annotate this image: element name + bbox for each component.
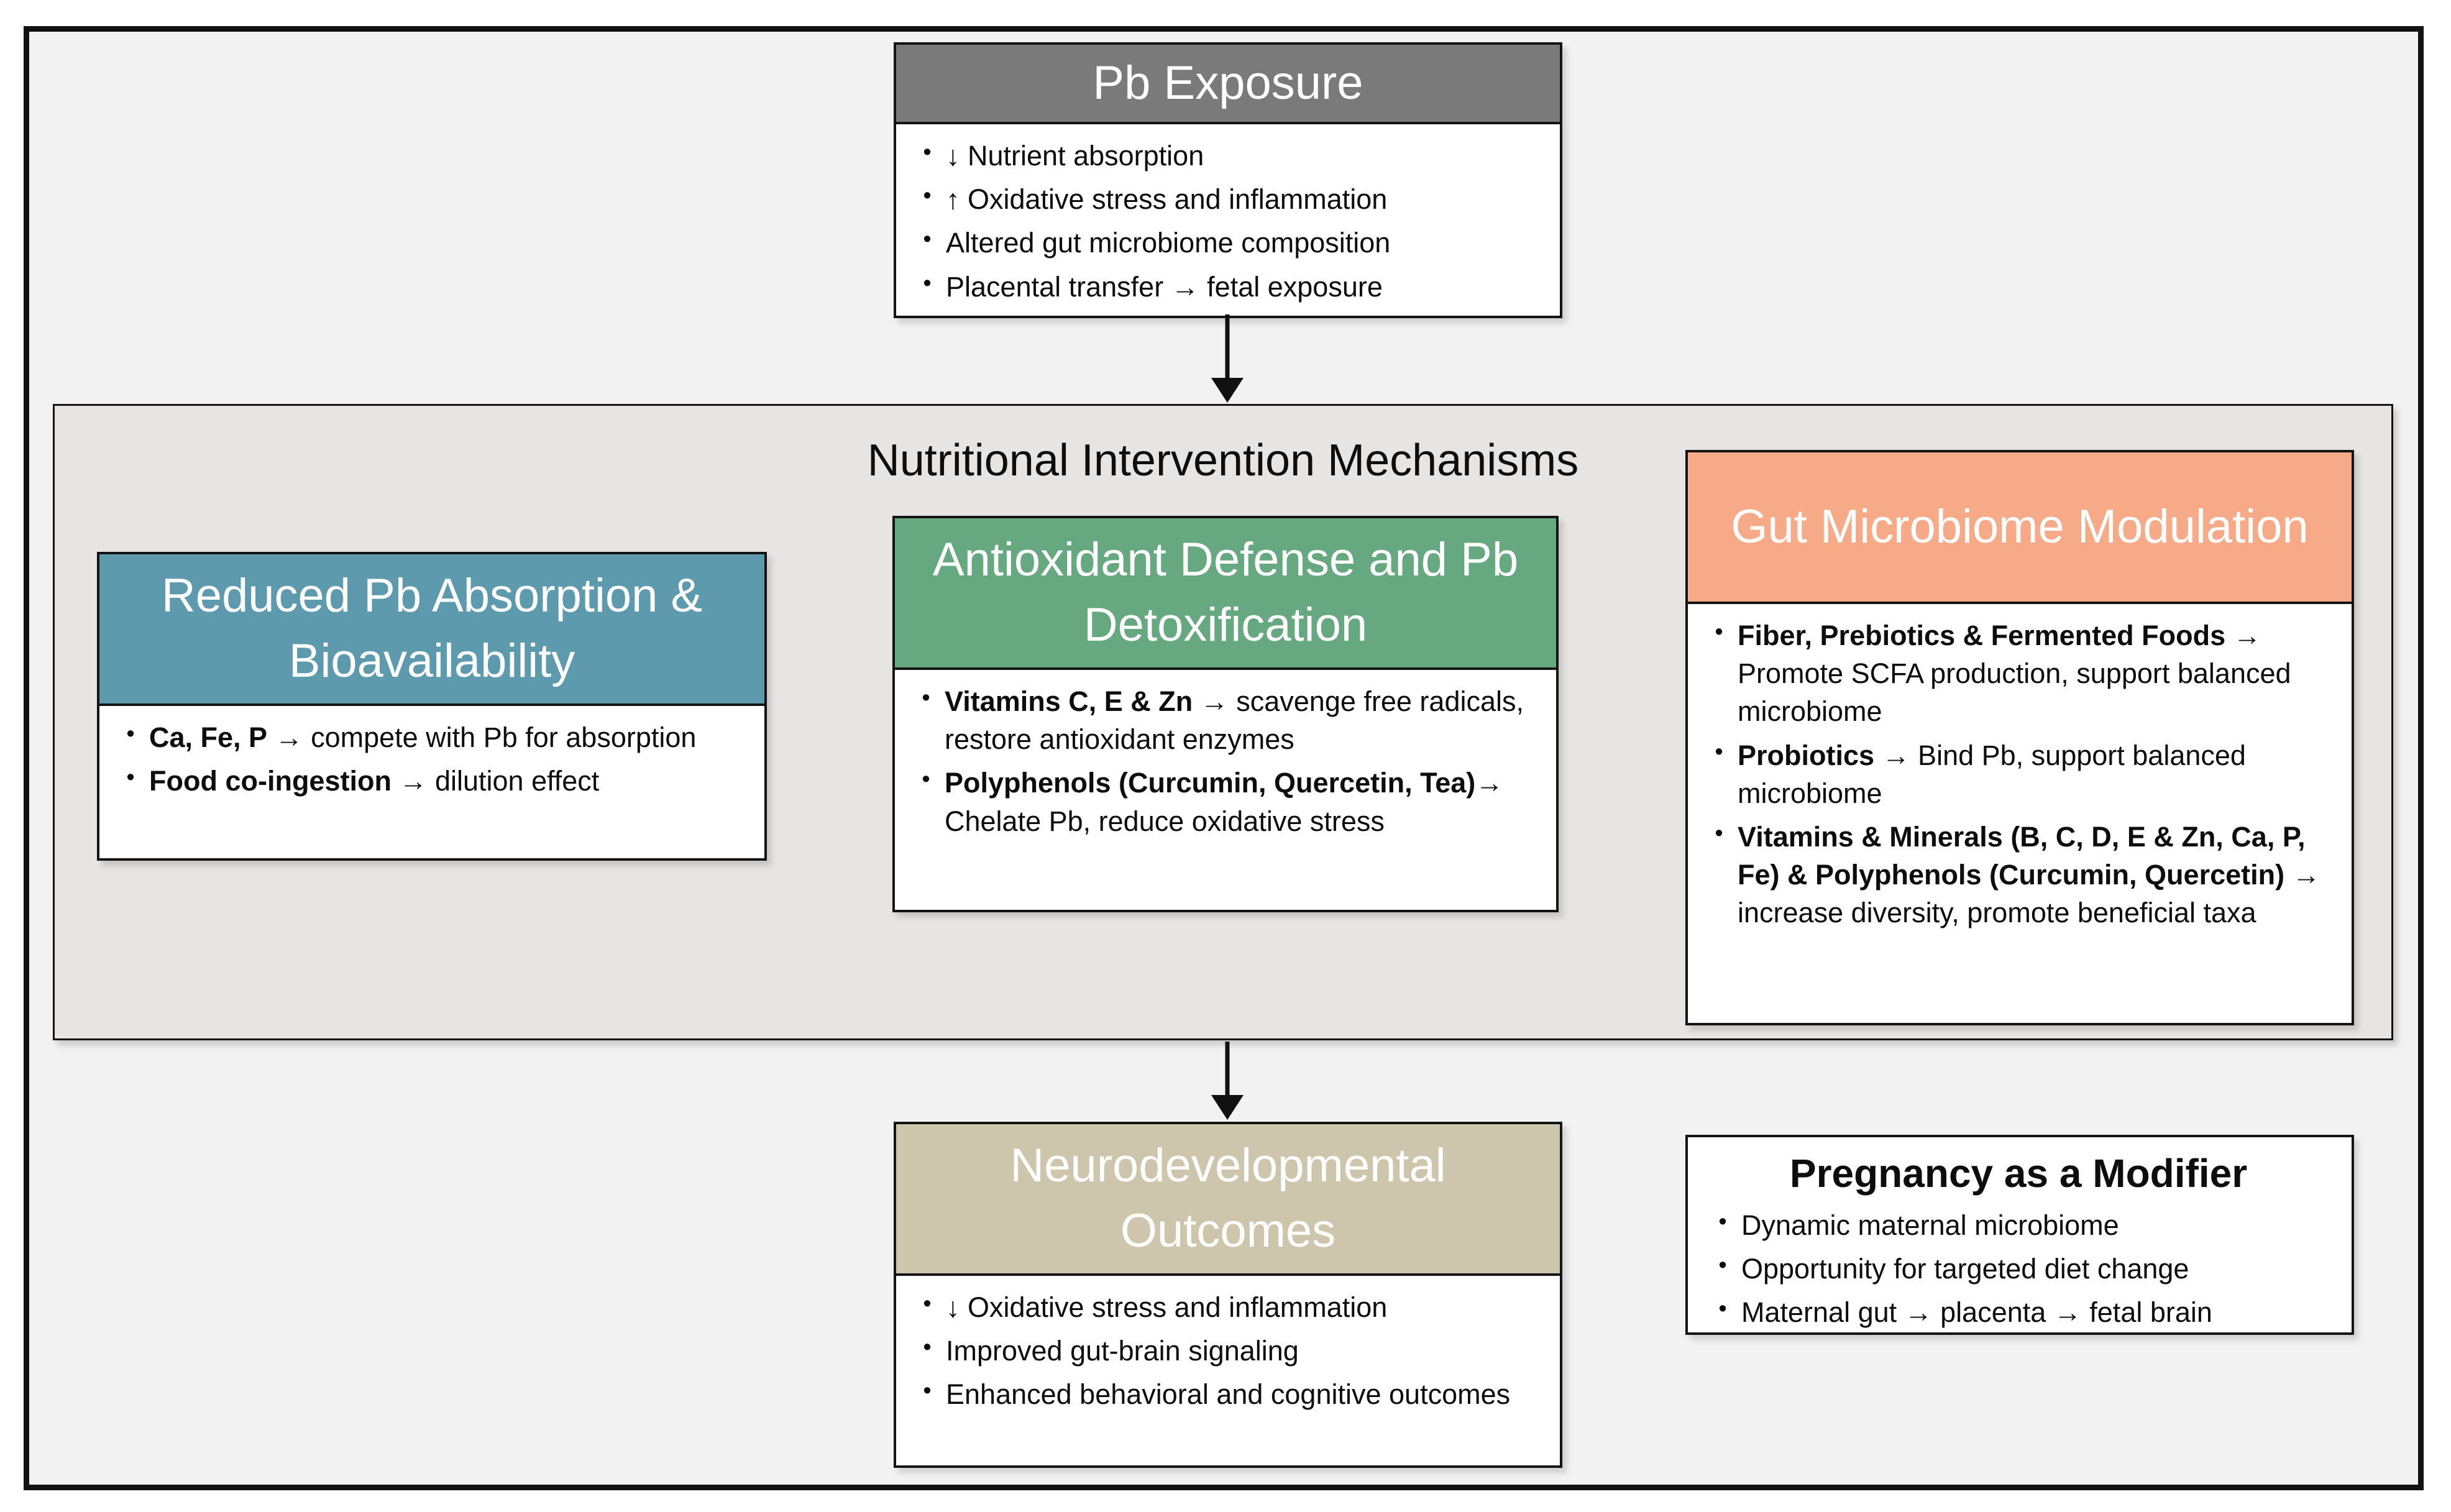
bullet-icon: • (923, 1378, 932, 1404)
pb-exposure-header: Pb Exposure (896, 45, 1560, 124)
bullet-icon: • (126, 764, 135, 791)
bullet-icon: • (922, 685, 930, 711)
list-item: • Improved gut-brain signaling (909, 1332, 1544, 1370)
down-arrow-icon (1210, 314, 1245, 403)
bullet-icon: • (1715, 738, 1723, 765)
list-item: • Probiotics → Bind Pb, support balanced… (1700, 736, 2335, 812)
bullet-icon: • (923, 270, 932, 296)
list-item: • Vitamins & Minerals (B, C, D, E & Zn, … (1700, 818, 2335, 932)
reduced-pb-absorption-header: Reduced Pb Absorption & Bioavailability (99, 554, 764, 706)
list-item: • Dynamic maternal microbiome (1704, 1206, 2333, 1244)
bullet-icon: • (126, 721, 135, 747)
gut-microbiome-box: Gut Microbiome Modulation • Fiber, Prebi… (1685, 450, 2354, 1025)
antioxidant-defense-box: Antioxidant Defense and Pb Detoxificatio… (892, 516, 1559, 912)
gut-microbiome-header: Gut Microbiome Modulation (1688, 452, 2352, 604)
gut-microbiome-body: • Fiber, Prebiotics & Fermented Foods → … (1688, 604, 2352, 1023)
list-item: • Polyphenols (Curcumin, Quercetin, Tea)… (907, 764, 1540, 840)
bullet-icon: • (1718, 1252, 1727, 1278)
reduced-pb-absorption-box: Reduced Pb Absorption & Bioavailability … (97, 552, 767, 861)
list-item: • Opportunity for targeted diet change (1704, 1250, 2333, 1288)
list-item: • ↓ Nutrient absorption (909, 137, 1544, 175)
pb-exposure-box: Pb Exposure • ↓ Nutrient absorption • ↑ … (894, 42, 1562, 318)
bullet-icon: • (923, 139, 932, 165)
bullet-icon: • (1718, 1208, 1727, 1235)
bullet-icon: • (1715, 619, 1723, 645)
antioxidant-defense-header: Antioxidant Defense and Pb Detoxificatio… (895, 518, 1556, 670)
list-item: • Vitamins C, E & Zn → scavenge free rad… (907, 682, 1540, 758)
list-item: • Ca, Fe, P → compete with Pb for absorp… (112, 718, 748, 756)
list-item: • Fiber, Prebiotics & Fermented Foods → … (1700, 616, 2335, 731)
section-title: Nutritional Intervention Mechanisms (867, 436, 1579, 485)
reduced-pb-absorption-body: • Ca, Fe, P → compete with Pb for absorp… (99, 706, 764, 858)
neurodevelopmental-outcomes-body: • ↓ Oxidative stress and inflammation • … (896, 1276, 1560, 1465)
bullet-icon: • (923, 1291, 932, 1317)
pb-exposure-body: • ↓ Nutrient absorption • ↑ Oxidative st… (896, 124, 1560, 316)
bullet-icon: • (923, 226, 932, 253)
list-item: • Placental transfer → fetal exposure (909, 268, 1544, 306)
list-item: • Maternal gut → placenta → fetal brain (1704, 1293, 2333, 1331)
neurodevelopmental-outcomes-box: Neurodevelopmental Outcomes • ↓ Oxidativ… (894, 1122, 1562, 1468)
list-item: • Altered gut microbiome composition (909, 224, 1544, 262)
bullet-icon: • (1718, 1296, 1727, 1322)
bullet-icon: • (923, 183, 932, 209)
down-arrow-icon (1210, 1042, 1245, 1120)
bullet-icon: • (1715, 820, 1723, 846)
list-item: • ↑ Oxidative stress and inflammation (909, 180, 1544, 218)
pregnancy-modifier-title: Pregnancy as a Modifier (1789, 1151, 2248, 1196)
pregnancy-modifier-box: Pregnancy as a Modifier • Dynamic matern… (1685, 1135, 2354, 1335)
bullet-icon: • (922, 766, 930, 793)
list-item: • Food co-ingestion → dilution effect (112, 762, 748, 800)
antioxidant-defense-body: • Vitamins C, E & Zn → scavenge free rad… (895, 670, 1556, 910)
list-item: • Enhanced behavioral and cognitive outc… (909, 1375, 1544, 1413)
list-item: • ↓ Oxidative stress and inflammation (909, 1288, 1544, 1326)
neurodevelopmental-outcomes-header: Neurodevelopmental Outcomes (896, 1124, 1560, 1276)
bullet-icon: • (923, 1334, 932, 1361)
